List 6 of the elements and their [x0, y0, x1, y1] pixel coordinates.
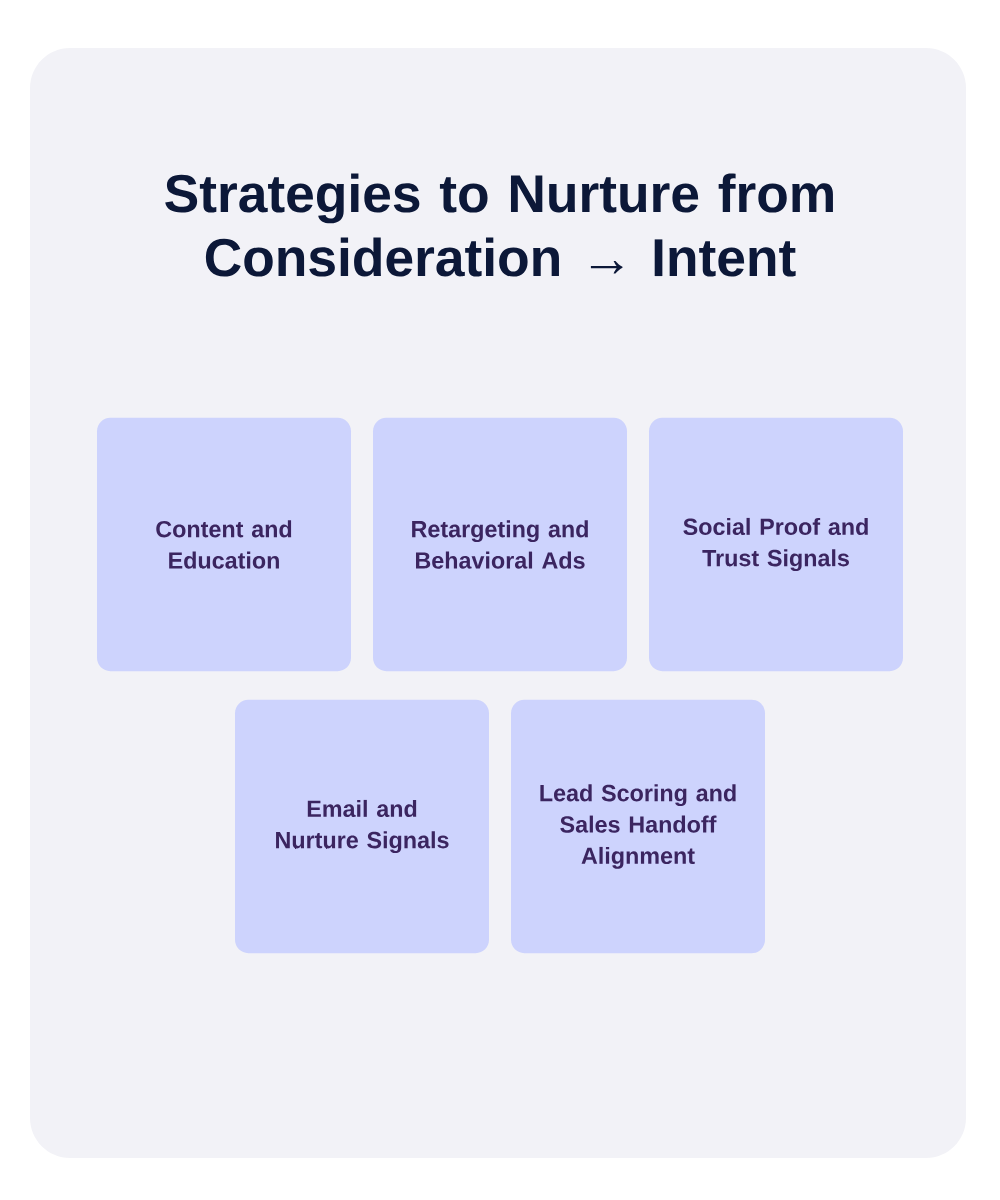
strategy-box: Retargeting and Behavioral Ads: [373, 417, 627, 672]
strategy-box: Content and Education: [97, 417, 351, 672]
title: Strategies to Nurture from Consideration → Intent: [165, 173, 833, 277]
strategy-box: Social Proof and Trust Signals: [649, 417, 903, 672]
strategy-box: Lead Scoring and Sales Handoff Alignment: [511, 699, 765, 954]
strategy-box: Email and Nurture Signals: [235, 699, 489, 954]
